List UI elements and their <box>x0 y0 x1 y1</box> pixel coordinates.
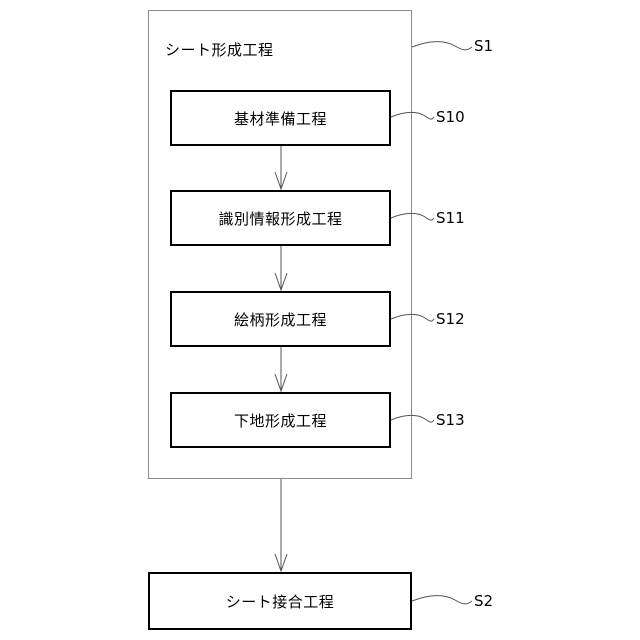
leader-s11 <box>391 213 434 220</box>
ref-label-s12: S12 <box>436 310 465 328</box>
leader-s12 <box>391 314 434 321</box>
ref-label-s2: S2 <box>474 592 493 610</box>
ref-label-s1: S1 <box>474 37 493 55</box>
leader-s1 <box>412 42 472 50</box>
leader-s2 <box>412 596 472 604</box>
leader-s10 <box>391 112 434 119</box>
ref-label-s10: S10 <box>436 108 465 126</box>
leader-s13 <box>391 415 434 422</box>
ref-label-s11: S11 <box>436 209 465 227</box>
ref-label-s13: S13 <box>436 411 465 429</box>
